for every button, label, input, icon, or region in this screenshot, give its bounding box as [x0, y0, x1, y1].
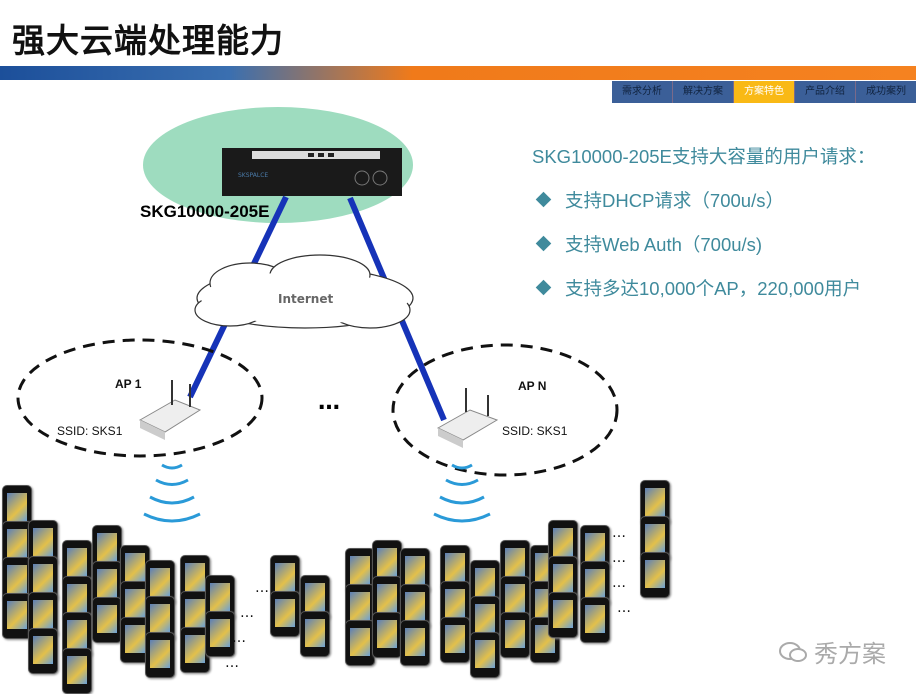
wifi-signal-icon-left [143, 463, 201, 523]
ap-left-name: AP 1 [115, 377, 142, 391]
diamond-bullet-icon [535, 191, 552, 208]
server-brand: SKSPALCE [238, 172, 268, 179]
access-point-icon-left [138, 380, 202, 440]
phone-icon [400, 620, 430, 666]
feature-item: 支持多达10,000个AP，220,000用户 [532, 275, 875, 301]
phone-icon [92, 597, 122, 643]
tab-features[interactable]: 方案特色 [734, 81, 795, 103]
feature-list: SKG10000-205E支持大容量的用户请求： 支持DHCP请求（700u/s… [532, 143, 875, 319]
phone-icon [145, 632, 175, 678]
server-label: SKG10000-205E [140, 202, 270, 221]
phone-icon [28, 628, 58, 674]
access-point-icon-right [436, 388, 499, 448]
feature-item: 支持DHCP请求（700u/s） [532, 187, 875, 213]
more-devices-ellipsis: … [612, 525, 627, 541]
tab-cases[interactable]: 成功案列 [856, 81, 916, 103]
ap-right-ssid: SSID: SKS1 [502, 424, 568, 438]
ap-right-name: AP N [518, 379, 547, 393]
phone-icon [580, 597, 610, 643]
more-devices-ellipsis: … [612, 575, 627, 591]
phone-icon [440, 617, 470, 663]
header-bar [0, 66, 916, 80]
ap-left-ssid: SSID: SKS1 [57, 424, 123, 438]
wifi-signal-icon-right [433, 463, 491, 523]
ap-zone-right [391, 343, 619, 477]
phone-icon [300, 611, 330, 657]
tab-products[interactable]: 产品介绍 [795, 81, 856, 103]
phone-icon [500, 612, 530, 658]
more-devices-ellipsis: … [232, 630, 247, 646]
ap-zone-left [16, 338, 264, 458]
phone-icon [548, 592, 578, 638]
tab-solution[interactable]: 解决方案 [673, 81, 734, 103]
cloud-label: Internet [278, 292, 333, 306]
slide-title: 强大云端处理能力 [12, 21, 284, 60]
more-devices-ellipsis: … [255, 580, 270, 596]
phone-icon [270, 591, 300, 637]
more-devices-ellipsis: … [612, 550, 627, 566]
nav-tabs: 需求分析 解决方案 方案特色 产品介绍 成功案列 [612, 81, 916, 103]
watermark: 秀方案 [778, 634, 886, 669]
phone-icon [2, 593, 32, 639]
phone-icon [640, 552, 670, 598]
feature-heading: SKG10000-205E支持大容量的用户请求： [532, 146, 876, 167]
more-devices-ellipsis: … [240, 605, 255, 621]
more-devices-ellipsis: … [225, 655, 240, 671]
phone-icon [470, 632, 500, 678]
phone-icon [205, 611, 235, 657]
more-aps-ellipsis: … [318, 390, 340, 415]
tab-requirements[interactable]: 需求分析 [612, 81, 673, 103]
phone-icon [372, 612, 402, 658]
diamond-bullet-icon [535, 279, 552, 296]
phone-icon [345, 620, 375, 666]
phone-icon [62, 648, 92, 694]
more-devices-ellipsis: … [617, 600, 632, 616]
wechat-icon [779, 641, 807, 662]
feature-item: 支持Web Auth（700u/s) [532, 231, 875, 257]
server-icon [222, 148, 402, 196]
diamond-bullet-icon [535, 235, 552, 252]
